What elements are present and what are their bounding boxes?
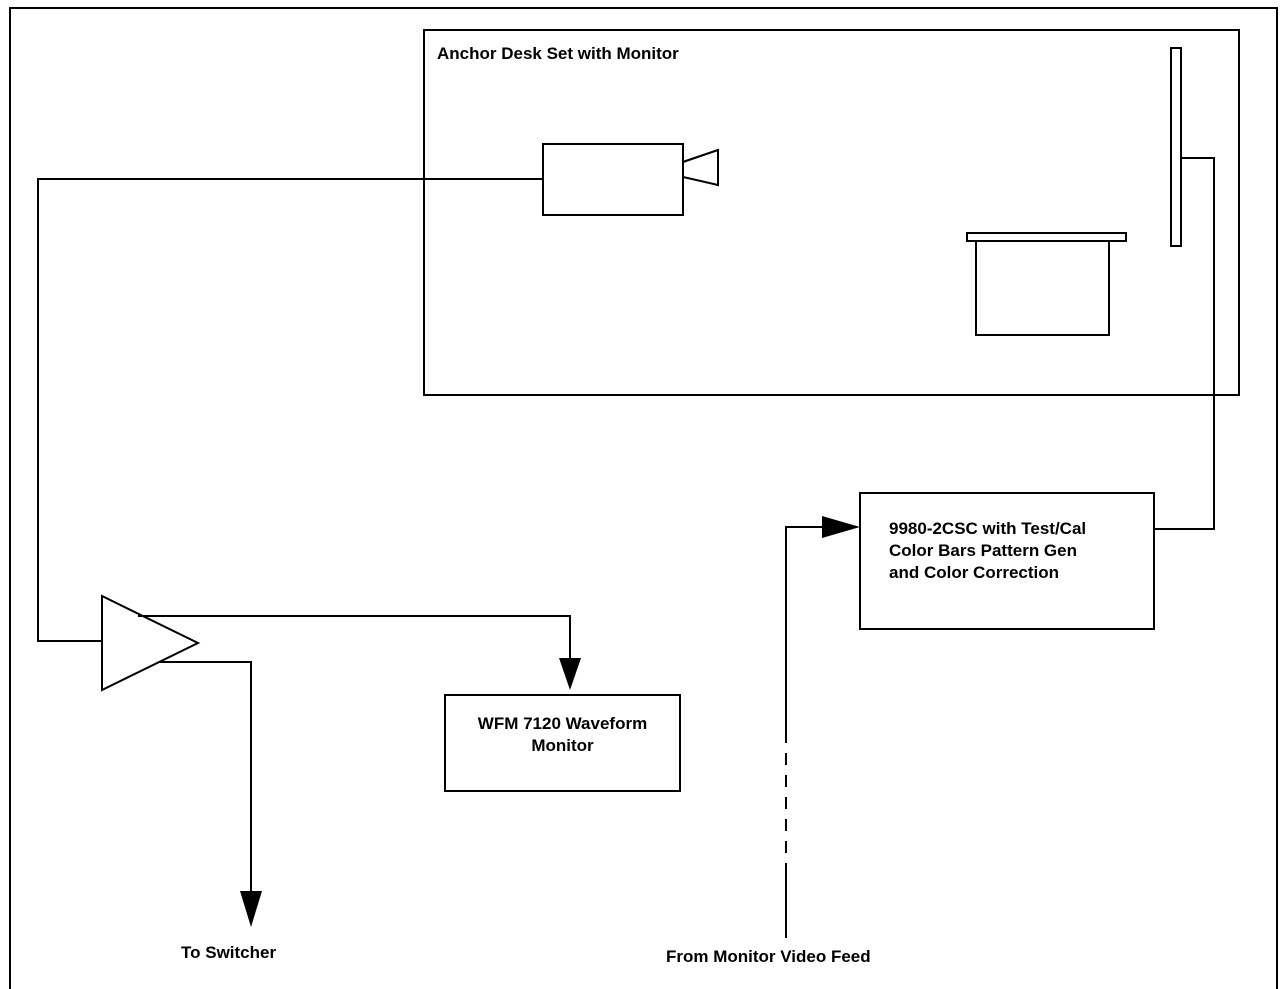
csc-box-label: 9980-2CSC with Test/Cal Color Bars Patte…: [889, 518, 1086, 584]
from-monitor-feed-label: From Monitor Video Feed: [666, 947, 871, 966]
csc-box: [859, 492, 1155, 630]
anchor-desk-icon: [966, 232, 1127, 336]
csc-arrowhead: [822, 516, 860, 538]
wfm-label-line-2: Monitor: [531, 736, 594, 755]
camera-icon: [542, 143, 719, 216]
anchor-desk-set-title: Anchor Desk Set with Monitor: [437, 44, 679, 63]
csc-to-monitor-line: [1154, 157, 1215, 530]
wfm-arrowhead: [559, 658, 581, 690]
wfm-label-line-1: WFM 7120 Waveform: [477, 714, 648, 733]
camera-to-da-line: [37, 178, 543, 642]
set-monitor-icon: [1170, 47, 1182, 247]
outer-frame: [9, 7, 1278, 989]
da-to-switcher-line: [160, 661, 252, 895]
wfm-box: [444, 694, 681, 792]
csc-label-line-3: and Color Correction: [889, 563, 1060, 582]
csc-label-line-2: Color Bars Pattern Gen: [889, 541, 1077, 560]
to-switcher-label: To Switcher: [181, 943, 277, 962]
switcher-arrowhead: [240, 891, 262, 927]
distribution-amplifier-icon: [101, 594, 201, 692]
feed-line-upper: [785, 526, 826, 738]
da-to-wfm-line: [138, 615, 571, 662]
wfm-box-label: WFM 7120 Waveform Monitor: [445, 713, 680, 757]
csc-label-line-1: 9980-2CSC with Test/Cal: [889, 519, 1087, 538]
anchor-desk-set-box: [423, 29, 1240, 396]
